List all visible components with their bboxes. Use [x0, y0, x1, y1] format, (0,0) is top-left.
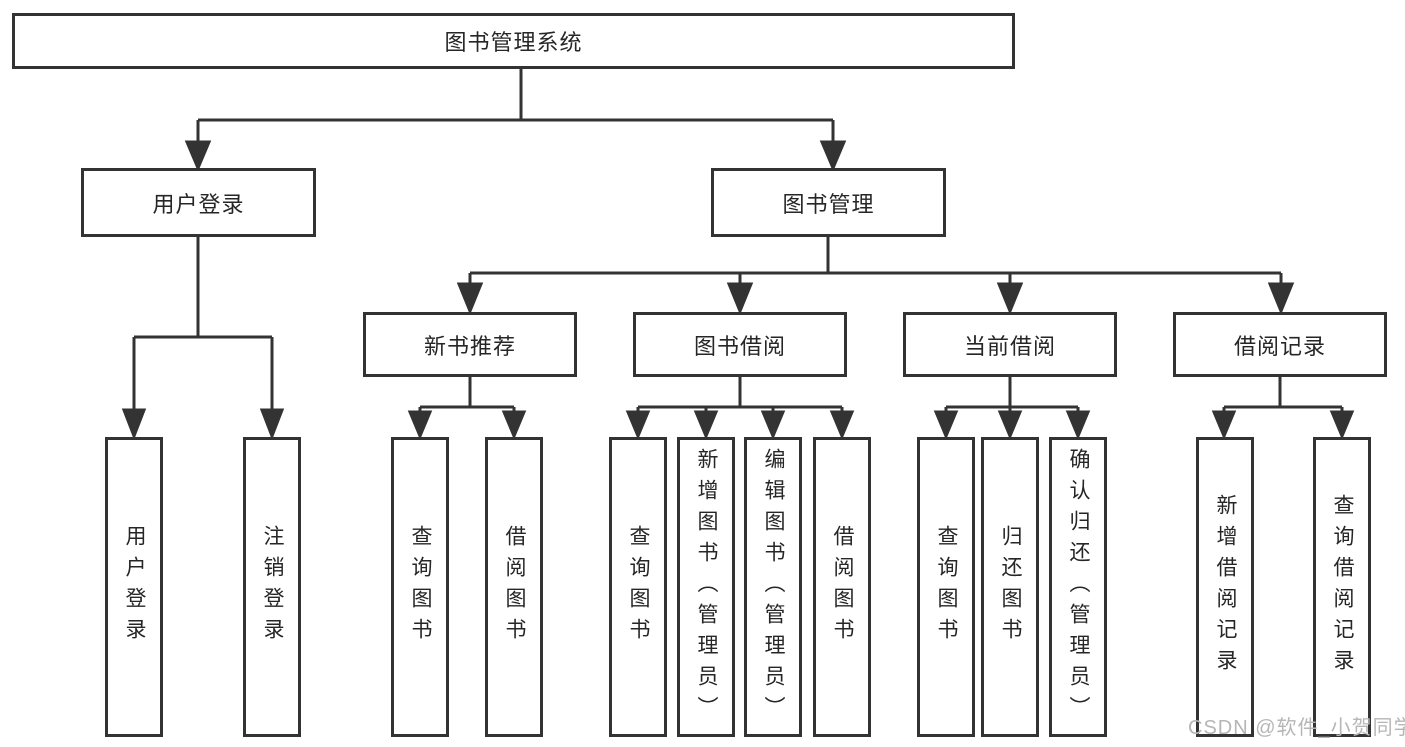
leaf-logout: 注销登录	[243, 437, 301, 737]
connector-current-borrow-children	[933, 377, 1091, 440]
arrowhead	[1329, 410, 1355, 440]
leaf-query-books-recommend: 查询图书	[391, 437, 449, 737]
node-book-management: 图书管理	[711, 168, 946, 237]
node-new-book-recommend: 新书推荐	[363, 312, 577, 377]
node-borrow-records: 借阅记录	[1173, 312, 1387, 377]
arrowhead	[693, 410, 719, 440]
arrowhead	[1267, 282, 1295, 315]
arrowhead	[456, 282, 484, 315]
csdn-watermark: CSDN @软件_小贺同学	[1188, 717, 1405, 739]
leaf-query-books-current: 查询图书	[917, 437, 975, 737]
arrowhead	[933, 410, 959, 440]
leaf-query-books-borrow: 查询图书	[609, 437, 667, 737]
arrowhead	[184, 140, 212, 172]
leaf-borrow-books: 借阅图书	[813, 437, 871, 737]
connector-root-to-level2	[184, 69, 847, 172]
node-root-system: 图书管理系统	[12, 13, 1015, 69]
leaf-query-borrow-record: 查询借阅记录	[1313, 437, 1371, 737]
connector-borrow-records-children	[1211, 377, 1355, 440]
arrowhead	[501, 410, 527, 440]
arrowhead	[1065, 410, 1091, 440]
arrowhead	[829, 410, 855, 440]
connector-book-management-children	[456, 237, 1295, 315]
leaf-add-borrow-record: 新增借阅记录	[1196, 437, 1254, 737]
arrowhead	[997, 410, 1023, 440]
leaf-add-books-admin: 新增图书（管理员）	[677, 437, 735, 737]
node-book-borrow: 图书借阅	[633, 312, 847, 377]
node-user-login: 用户登录	[81, 168, 316, 237]
arrowhead	[1211, 410, 1237, 440]
arrowhead	[259, 408, 285, 441]
leaf-confirm-return-admin: 确认归还（管理员）	[1049, 437, 1107, 737]
node-current-borrow: 当前借阅	[903, 312, 1117, 377]
leaf-borrow-books-recommend: 借阅图书	[485, 437, 543, 737]
arrowhead	[121, 408, 147, 441]
leaf-edit-books-admin: 编辑图书（管理员）	[744, 437, 802, 737]
arrowhead	[625, 410, 651, 440]
arrowhead	[760, 410, 786, 440]
arrowhead	[819, 140, 847, 172]
arrowhead	[726, 282, 754, 315]
connector-book-borrow-children	[625, 377, 855, 440]
leaf-user-login: 用户登录	[105, 437, 163, 737]
arrowhead	[407, 410, 433, 440]
connector-new-books-children	[407, 377, 527, 440]
connector-user-login-children	[121, 237, 285, 441]
arrowhead	[996, 282, 1024, 315]
leaf-return-books: 归还图书	[981, 437, 1039, 737]
